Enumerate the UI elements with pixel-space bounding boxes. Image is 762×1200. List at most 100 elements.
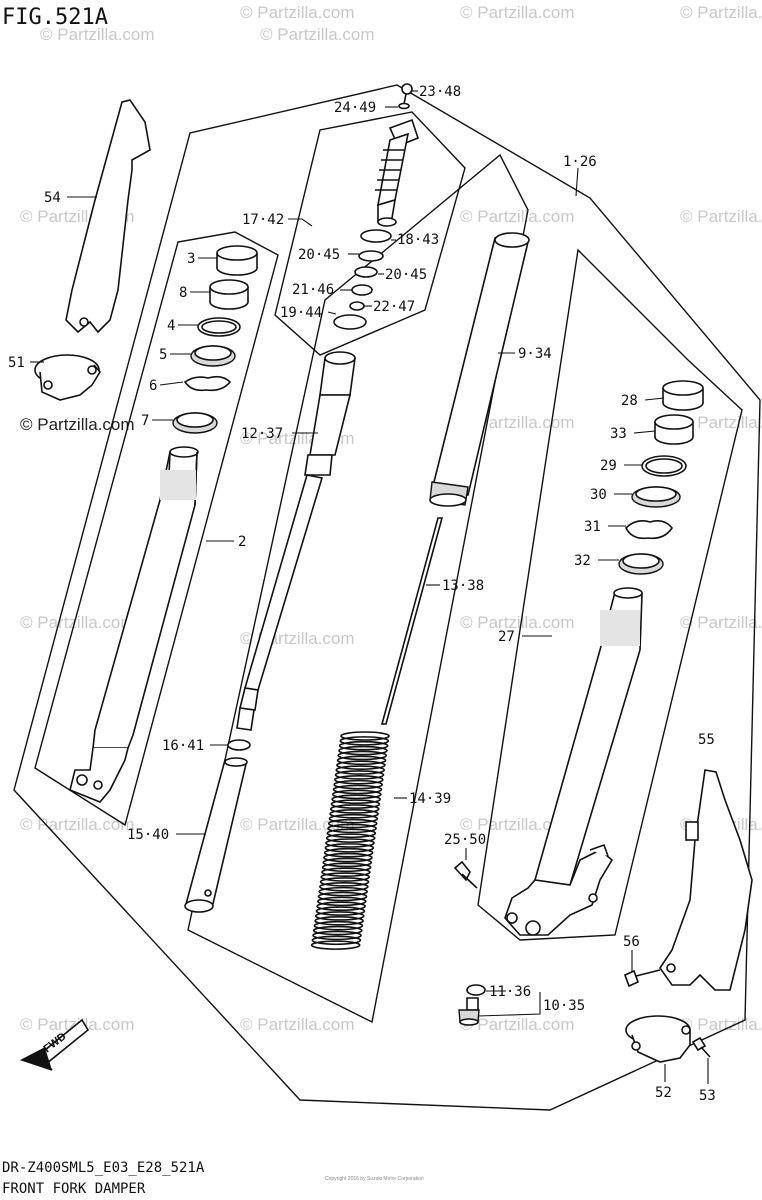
watermark-dark: © Partzilla.com bbox=[20, 415, 135, 434]
part-18-43-o-ring bbox=[360, 229, 392, 243]
spring-coil bbox=[316, 901, 366, 912]
spring-coil bbox=[338, 745, 388, 756]
spring-coil bbox=[337, 750, 388, 761]
callout-25-50: 25·50 bbox=[444, 832, 486, 848]
part-6-snap-ring bbox=[183, 375, 232, 392]
callout-53: 53 bbox=[699, 1088, 716, 1104]
part-4-ring-inner bbox=[201, 320, 237, 334]
spring-coil bbox=[321, 862, 372, 873]
figure-title: FIG.521A bbox=[2, 5, 108, 30]
callout-52: 52 bbox=[655, 1085, 672, 1101]
spring-coil bbox=[334, 774, 384, 785]
spring-coil bbox=[313, 920, 364, 931]
callout-2: 2 bbox=[238, 534, 246, 550]
part-54-bolt-hole bbox=[79, 317, 89, 327]
part-21-46-ring bbox=[351, 284, 373, 296]
watermark: © Partzilla.com bbox=[680, 3, 762, 22]
spring-coil bbox=[319, 881, 369, 892]
part-23-48-screw bbox=[401, 83, 413, 105]
watermark: © Partzilla.com bbox=[680, 207, 762, 226]
callout-21-46: 21·46 bbox=[292, 282, 334, 298]
spring-coil bbox=[332, 789, 382, 800]
model-code: DR-Z400SML5_E03_E28_521A bbox=[2, 1160, 205, 1176]
outline-damper-cartridge-group bbox=[274, 111, 466, 356]
spring-coil bbox=[319, 877, 370, 887]
spring-coil bbox=[328, 813, 379, 824]
part-11-36-o-ring bbox=[466, 984, 486, 996]
callout-3: 3 bbox=[187, 251, 195, 267]
watermark: © Partzilla.com bbox=[240, 3, 355, 22]
callout-8: 8 bbox=[179, 285, 187, 301]
spring-coil bbox=[312, 930, 362, 941]
part-5-oil-seal-inner bbox=[194, 345, 232, 361]
spring-coil bbox=[312, 925, 363, 936]
part-10-35-drain-bolt bbox=[458, 997, 480, 1026]
part-12-37-damper-rod bbox=[236, 351, 356, 731]
watermark: © Partzilla.com bbox=[20, 815, 135, 834]
part-17-42-cartridge-bolt bbox=[375, 118, 419, 227]
callout-12-37: 12·37 bbox=[241, 426, 283, 442]
spring-coil bbox=[323, 847, 374, 858]
spring-coil bbox=[325, 838, 375, 848]
part-27-outer-tube bbox=[504, 587, 643, 936]
section-title: FRONT FORK DAMPER bbox=[2, 1181, 146, 1197]
part-24-49-washer bbox=[398, 102, 410, 110]
watermark: © Partzilla.com bbox=[460, 1015, 575, 1034]
spring-coil bbox=[317, 891, 368, 902]
spring-coil bbox=[327, 823, 377, 834]
part-3-dust-seal bbox=[216, 245, 258, 276]
part-20-45-ring-b bbox=[354, 266, 378, 278]
watermark: © Partzilla.com bbox=[680, 413, 762, 432]
part-29-ring-inner bbox=[645, 458, 683, 474]
outline-rod-group bbox=[187, 153, 529, 1024]
callout-4: 4 bbox=[167, 318, 175, 334]
callout-7: 7 bbox=[141, 413, 149, 429]
watermark: © Partzilla.com bbox=[460, 613, 575, 632]
callout-31: 31 bbox=[584, 519, 601, 535]
part-51-clamp bbox=[34, 354, 101, 401]
watermark: © Partzilla.com bbox=[240, 1015, 355, 1034]
part-55-mount-tab bbox=[685, 821, 699, 841]
spring-coil bbox=[322, 857, 373, 868]
callout-51: 51 bbox=[8, 355, 25, 371]
spring-coil bbox=[329, 804, 380, 814]
callout-17-42: 17·42 bbox=[242, 212, 284, 228]
spring-coil bbox=[335, 765, 386, 775]
callout-14-39: 14·39 bbox=[409, 791, 451, 807]
callout-54: 54 bbox=[44, 190, 61, 206]
callout-18-43: 18·43 bbox=[397, 232, 439, 248]
callout-11-36: 11·36 bbox=[489, 984, 531, 1000]
spring-coil bbox=[336, 760, 386, 770]
part-19-44-o-ring bbox=[333, 314, 367, 330]
callout-20-45-a: 20·45 bbox=[298, 247, 340, 263]
callout-19-44: 19·44 bbox=[280, 305, 322, 321]
leader-lines bbox=[30, 90, 709, 1084]
outline-left-fork-group bbox=[34, 231, 279, 827]
part-2-outer-tube bbox=[69, 446, 199, 803]
spring-coil bbox=[338, 740, 389, 751]
callout-1-26: 1·26 bbox=[563, 154, 597, 170]
spring-coil bbox=[334, 770, 385, 780]
spring-coil bbox=[331, 794, 381, 805]
callout-10-35: 10·35 bbox=[543, 998, 585, 1014]
spring-coil bbox=[315, 906, 366, 916]
callout-56: 56 bbox=[623, 934, 640, 950]
watermark: © Partzilla.com bbox=[460, 815, 575, 834]
callout-9-34: 9·34 bbox=[518, 346, 552, 362]
callout-20-45-b: 20·45 bbox=[385, 267, 427, 283]
callout-27: 27 bbox=[498, 629, 515, 645]
part-55-fork-guard bbox=[659, 769, 753, 991]
part-55-bolt-hole bbox=[666, 963, 676, 973]
watermark: © Partzilla.com bbox=[460, 3, 575, 22]
spring-coil bbox=[310, 940, 361, 950]
spring-coil bbox=[330, 799, 381, 809]
callout-29: 29 bbox=[600, 458, 617, 474]
part-7-washer-inner bbox=[176, 412, 214, 428]
spring-coil bbox=[329, 809, 379, 819]
callout-33: 33 bbox=[610, 426, 627, 442]
callout-5: 5 bbox=[159, 347, 167, 363]
spring-coil bbox=[314, 916, 364, 926]
callout-labels: 23·48 24·49 1·26 17·42 18·43 20·45 20·45… bbox=[8, 84, 716, 1104]
part-25-50-bolt bbox=[453, 860, 478, 889]
